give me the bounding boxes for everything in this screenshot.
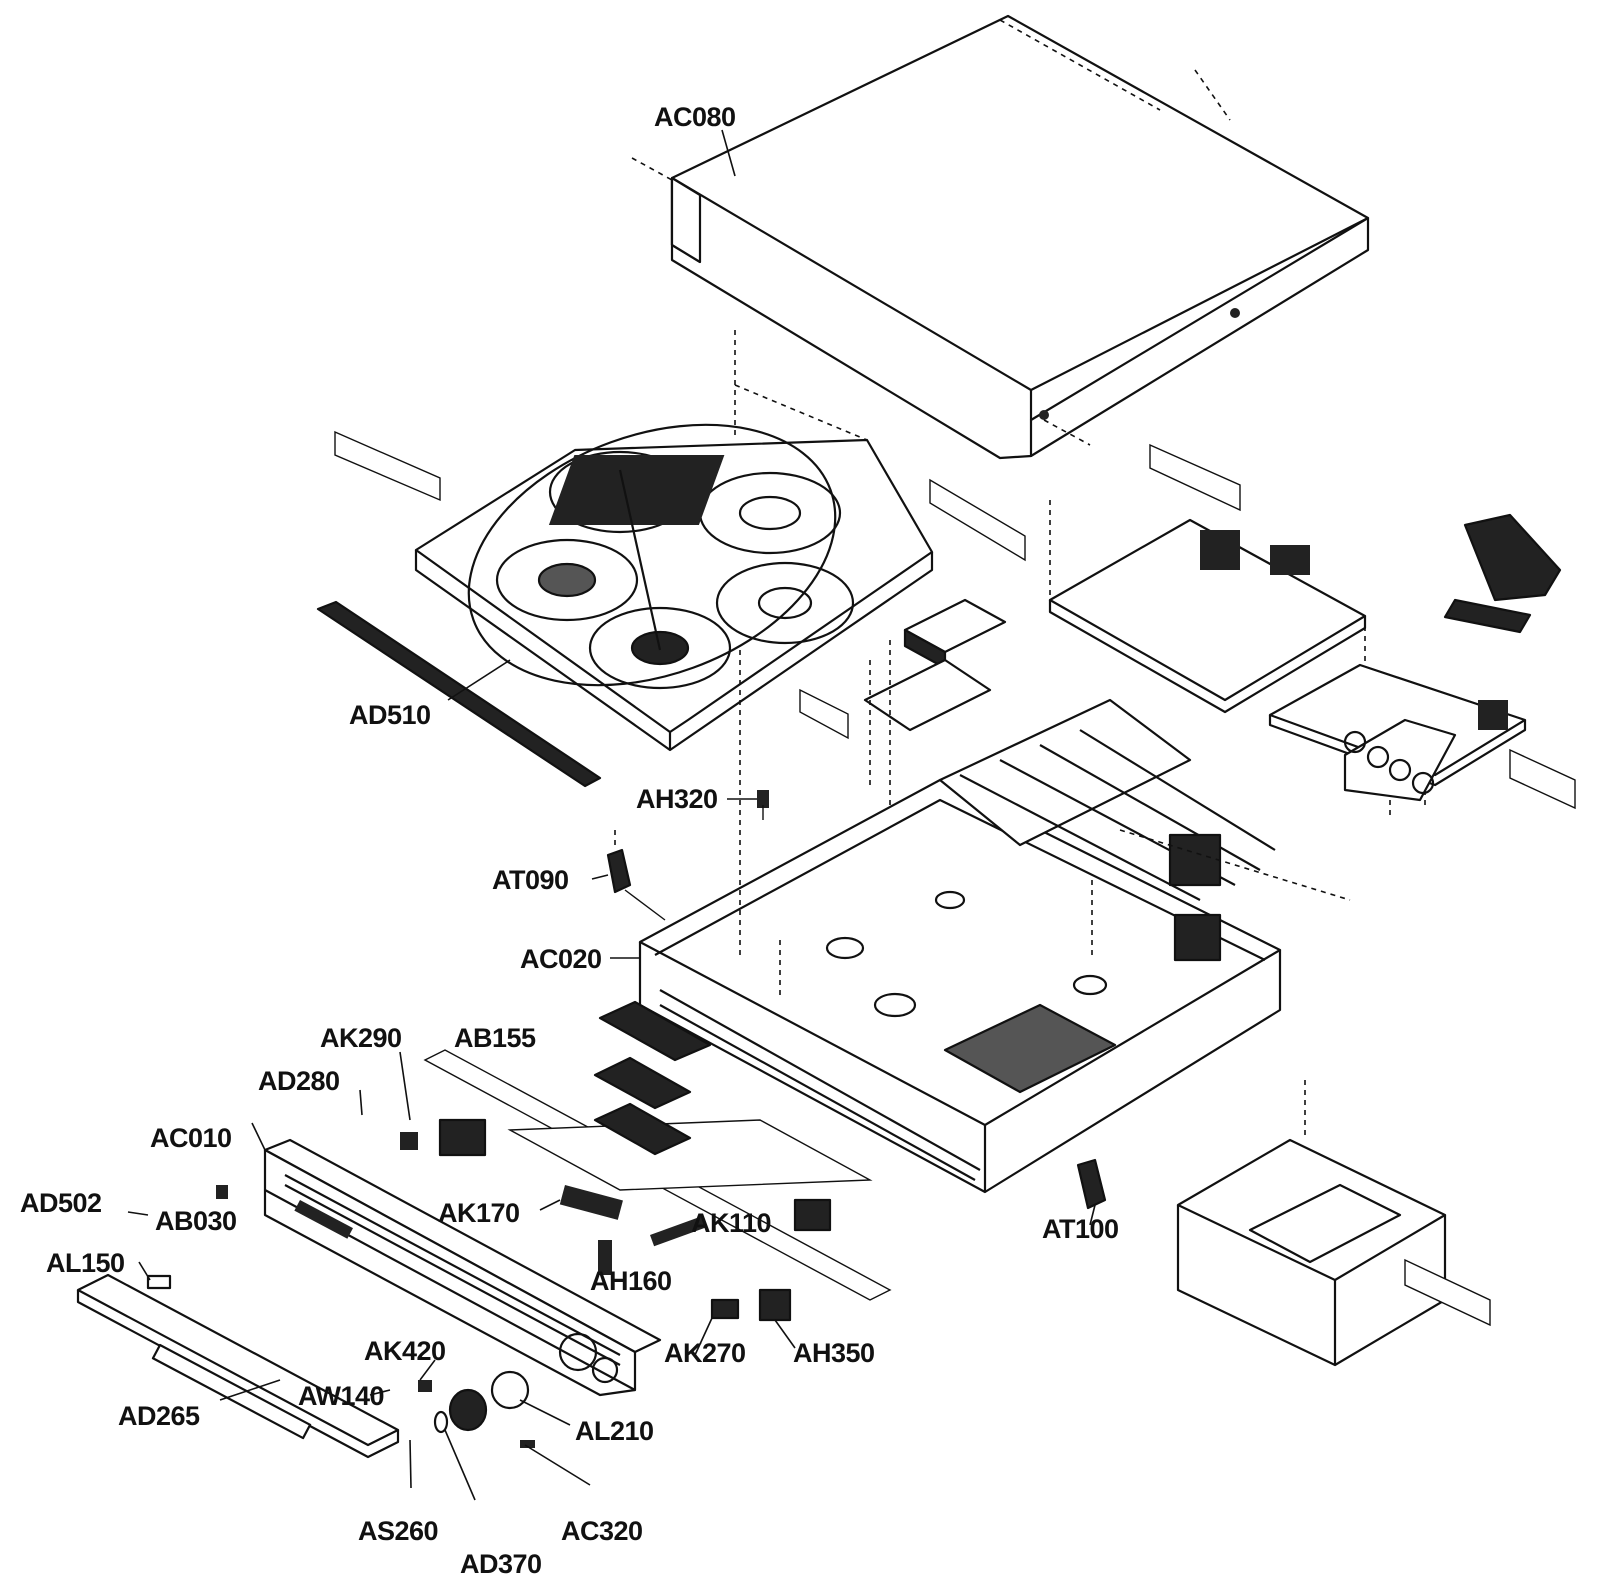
label-ad502: AD502 xyxy=(20,1188,102,1218)
part-labels: AC080 AD510 AH320 AT090 AC020 AK290 AB15… xyxy=(20,102,1119,1579)
sub-panel-ad265 xyxy=(76,1273,400,1459)
front-panel-ac010 xyxy=(263,1138,662,1397)
top-cover-ac080 xyxy=(631,14,1370,460)
label-ac010: AC010 xyxy=(150,1123,232,1153)
label-ak110: AK110 xyxy=(691,1208,771,1238)
label-ac020: AC020 xyxy=(520,944,602,974)
chassis-ac020 xyxy=(638,650,1351,1194)
front-subframe xyxy=(146,1000,892,1448)
label-at090: AT090 xyxy=(492,865,569,895)
foot-at100 xyxy=(1076,1158,1107,1210)
label-ab030: AB030 xyxy=(155,1206,237,1236)
label-ac080: AC080 xyxy=(654,102,736,132)
label-al210: AL210 xyxy=(575,1416,654,1446)
main-pcb xyxy=(1048,443,1367,714)
label-ad280: AD280 xyxy=(258,1066,340,1096)
label-ad370: AD370 xyxy=(460,1549,542,1579)
label-ak420: AK420 xyxy=(364,1336,446,1366)
label-ah160: AH160 xyxy=(590,1266,672,1296)
carousel-tray xyxy=(414,330,934,752)
label-aw140: AW140 xyxy=(298,1381,384,1411)
label-ac320: AC320 xyxy=(561,1516,643,1546)
label-ak290: AK290 xyxy=(320,1023,402,1053)
label-ak170: AK170 xyxy=(438,1198,520,1228)
leader-lines xyxy=(127,129,1096,1501)
tray-side-tags xyxy=(334,430,1026,740)
label-at100: AT100 xyxy=(1042,1214,1119,1244)
label-ah350: AH350 xyxy=(793,1338,875,1368)
center-modules xyxy=(863,598,1007,820)
foot-at090 xyxy=(606,830,666,921)
screw-ah320 xyxy=(757,790,769,820)
label-ah320: AH320 xyxy=(636,784,718,814)
power-transformer xyxy=(1176,1080,1491,1367)
label-as260: AS260 xyxy=(358,1516,438,1546)
label-al150: AL150 xyxy=(46,1248,125,1278)
label-ad510: AD510 xyxy=(349,700,431,730)
label-ak270: AK270 xyxy=(664,1338,746,1368)
rail-ad510 xyxy=(316,600,602,788)
label-ad265: AD265 xyxy=(118,1401,200,1431)
label-ab155: AB155 xyxy=(454,1023,536,1053)
io-board xyxy=(1268,513,1576,820)
